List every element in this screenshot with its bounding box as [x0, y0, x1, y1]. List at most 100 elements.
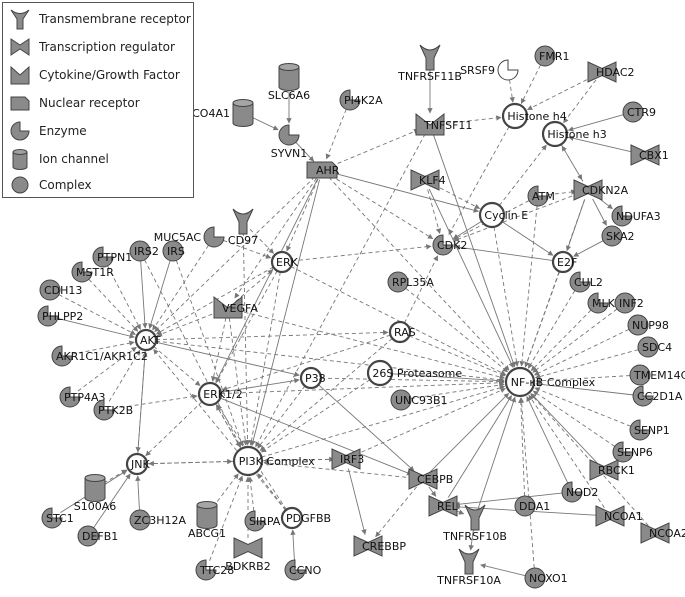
node-sirpa[interactable]: SIRPA — [244, 510, 281, 532]
node-pi3k[interactable]: PI3K Complex — [232, 445, 315, 477]
node-crebbp[interactable]: CREBBP — [353, 535, 406, 557]
node-mst1r[interactable]: MST1R — [71, 261, 114, 283]
node-ska2[interactable]: SKA2 — [601, 225, 635, 247]
node-mlkl[interactable]: MLKL — [587, 292, 622, 314]
node-ctr9[interactable]: CTR9 — [622, 101, 656, 123]
node-senp1[interactable]: SENP1 — [629, 419, 670, 441]
node-slc6a6[interactable]: SLC6A6 — [268, 63, 310, 103]
node-label: PI4K2A — [344, 94, 383, 107]
node-ncoa1[interactable]: NCOA1 — [595, 505, 643, 527]
node-rel[interactable]: REL — [428, 495, 459, 517]
node-s100a6[interactable]: S100A6 — [74, 474, 117, 514]
node-cebpb[interactable]: CEBPB — [408, 468, 453, 490]
node-fmr1[interactable]: FMR1 — [534, 45, 569, 67]
edge-INF2-NFKB — [532, 308, 618, 373]
node-stc1[interactable]: STC1 — [41, 507, 74, 529]
node-hdac2[interactable]: HDAC2 — [587, 61, 635, 83]
edge-CD97-ERK — [249, 228, 274, 254]
node-cc2d1a[interactable]: CC2D1A — [632, 385, 683, 407]
node-irs2[interactable]: IRS2 — [129, 240, 159, 262]
edge-ERK-ERK12 — [215, 270, 278, 384]
node-ptpn1[interactable]: PTPN1 — [92, 246, 132, 268]
node-tnfrsf10b[interactable]: TNFRSF10B — [442, 504, 507, 543]
enzyme-icon — [527, 185, 549, 207]
node-dda1[interactable]: DDA1 — [514, 495, 550, 517]
node-jnk[interactable]: JNK — [125, 452, 150, 476]
node-klf4[interactable]: KLF4 — [410, 169, 446, 191]
node-defb1[interactable]: DEFB1 — [77, 525, 118, 547]
node-label: UNC93B1 — [395, 394, 448, 407]
edge-AHR-NFKB — [328, 177, 510, 371]
legend-label: Cytokine/Growth Factor — [39, 68, 180, 82]
node-rpl35a[interactable]: RPL35A — [387, 271, 434, 293]
cytokine-icon — [415, 112, 445, 136]
node-noxo1[interactable]: NOXO1 — [524, 567, 568, 589]
node-atm[interactable]: ATM — [527, 185, 555, 207]
node-cdh13[interactable]: CDH13 — [39, 279, 82, 301]
node-ahr[interactable]: AHR — [306, 161, 340, 179]
node-srsf9[interactable]: SRSF9 — [460, 59, 519, 81]
node-phlpp2[interactable]: PHLPP2 — [37, 305, 83, 327]
node-cdkn2a[interactable]: CDKN2A — [573, 179, 629, 201]
node-vegfa[interactable]: VEGFA — [213, 295, 258, 319]
node-unc93b1[interactable]: UNC93B1 — [390, 389, 448, 411]
node-bdkrb2[interactable]: BDKRB2 — [225, 537, 271, 573]
node-label: IRS2 — [134, 245, 159, 258]
node-rbck1[interactable]: RBCK1 — [589, 459, 635, 481]
node-syvn1[interactable]: SYVN1 — [271, 124, 307, 160]
node-tmem14c[interactable]: TMEM14C — [629, 364, 685, 386]
node-e2f[interactable]: E2F — [551, 250, 577, 274]
node-ttc28[interactable]: TTC28 — [195, 559, 234, 581]
node-ras[interactable]: RAS — [388, 320, 416, 344]
node-tnfrsf11b[interactable]: TNFRSF11B — [397, 44, 462, 83]
node-label: VEGFA — [222, 302, 258, 315]
node-ccno[interactable]: CCNO — [284, 559, 322, 581]
node-nfkb[interactable]: NF-κB Complex — [504, 366, 596, 398]
node-nup98[interactable]: NUP98 — [627, 314, 669, 336]
node-proteasome[interactable]: 26S Proteasome — [366, 359, 462, 387]
node-abcg1[interactable]: ABCG1 — [188, 501, 226, 541]
node-ndufa3[interactable]: NDUFA3 — [611, 205, 661, 227]
edge-CEBPB-NFKB — [429, 392, 510, 473]
node-nod2[interactable]: NOD2 — [561, 481, 598, 503]
node-muc5ac[interactable]: MUC5AC — [154, 226, 225, 248]
node-irs[interactable]: IRS — [162, 240, 185, 262]
node-label: PI3K Complex — [239, 455, 315, 468]
node-label: DDA1 — [519, 500, 550, 513]
node-histoneh3[interactable]: Histone h3 — [541, 120, 607, 148]
node-cycline[interactable]: Cyclin E — [478, 201, 528, 229]
complex-icon — [387, 271, 409, 293]
node-tnfrsf10a[interactable]: TNFRSF10A — [436, 548, 501, 587]
node-tnfsf11[interactable]: TNFSF11 — [415, 112, 472, 136]
complex-icon — [388, 320, 412, 344]
node-ptp4a3[interactable]: PTP4A3 — [59, 386, 106, 408]
node-akr1c1[interactable]: AKR1C1/AKR1C2 — [51, 345, 148, 367]
node-histoneh4[interactable]: Histone h4 — [501, 102, 567, 130]
node-label: PDGFBB — [286, 512, 331, 525]
node-sdc4[interactable]: SDC4 — [637, 336, 672, 358]
complex-icon — [501, 102, 529, 130]
node-cul2[interactable]: CUL2 — [569, 271, 603, 293]
node-cbx1[interactable]: CBX1 — [630, 144, 669, 166]
node-pi4k2a[interactable]: PI4K2A — [339, 89, 383, 111]
node-p38[interactable]: P38 — [299, 366, 326, 390]
node-erk[interactable]: ERK — [270, 250, 299, 274]
node-ptk2b[interactable]: PTK2B — [93, 399, 133, 421]
edge-layer — [57, 64, 649, 577]
edge-CDKN2A-SKA2 — [592, 198, 607, 226]
node-cd97[interactable]: CD97 — [228, 208, 258, 247]
node-akt[interactable]: AKT — [134, 328, 161, 352]
node-senp6[interactable]: SENP6 — [612, 441, 653, 463]
node-inf2[interactable]: INF2 — [614, 292, 644, 314]
edge-TNFSF11-HistoneH4 — [439, 115, 502, 125]
edge-IRS-AKT — [148, 260, 171, 330]
node-ncoa2[interactable]: NCOA2 — [640, 522, 685, 544]
node-pdgfbb[interactable]: PDGFBB — [280, 506, 331, 530]
node-cdk2[interactable]: CDK2 — [432, 234, 467, 256]
node-zc3h12a[interactable]: ZC3H12A — [129, 509, 186, 531]
edge-NCOA2-NFKB — [530, 393, 649, 526]
complex-icon — [270, 250, 294, 274]
node-erk12[interactable]: ERK1/2 — [197, 381, 243, 407]
complex-icon — [232, 445, 264, 477]
node-irf3[interactable]: IRF3 — [331, 448, 364, 470]
